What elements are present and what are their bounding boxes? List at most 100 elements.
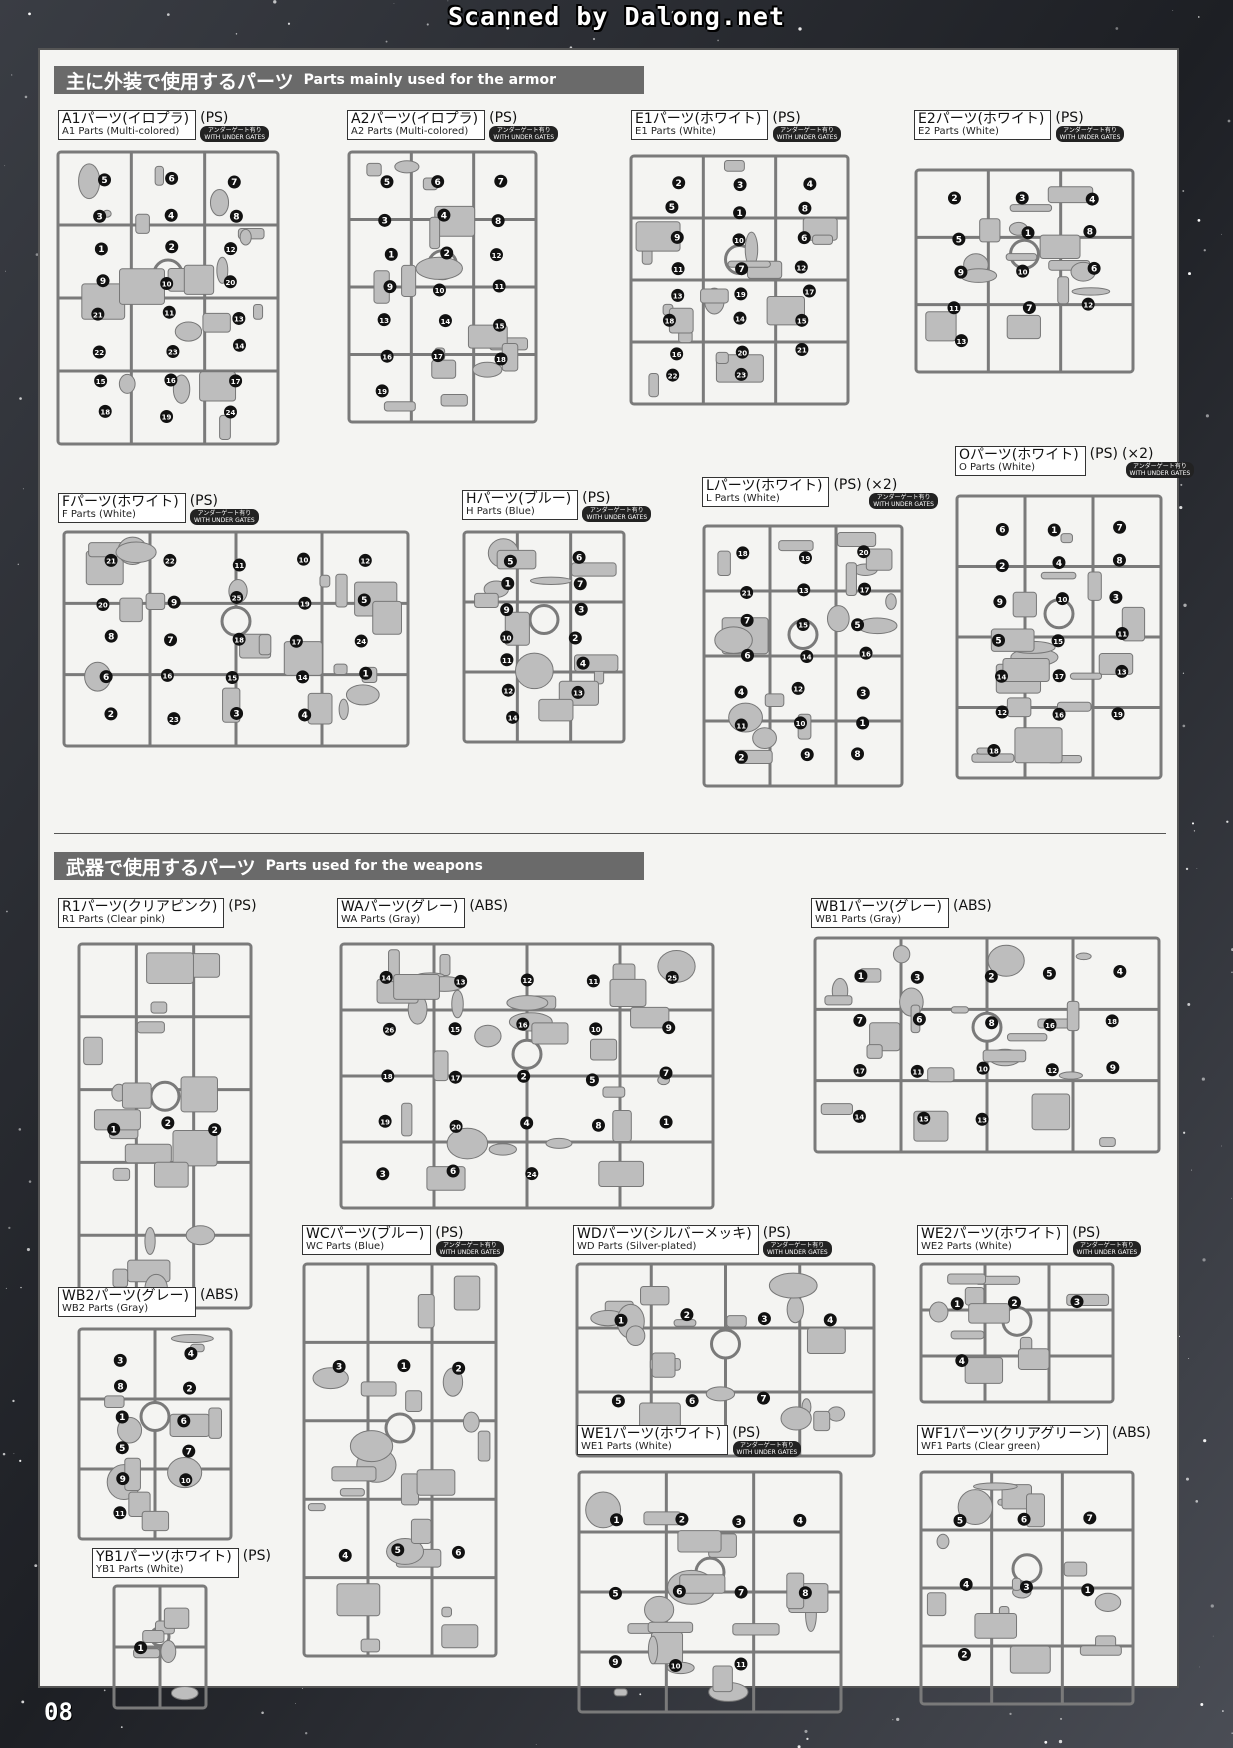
part-number-marker: 11 [1115,627,1129,641]
part-number-marker: 7 [182,1444,196,1458]
svg-text:15: 15 [798,622,808,630]
part-name-en: R1 Parts (Clear pink) [62,914,166,925]
svg-text:17: 17 [855,1068,865,1076]
part-number-marker: 2 [452,1361,466,1375]
badge-line-jp: アンダーゲート有り [589,507,644,514]
part-number-marker: 5 [1042,966,1056,980]
svg-text:8: 8 [495,217,501,227]
part-number-marker: 9 [993,595,1007,609]
badge-line-jp: アンダーゲート有り [1079,1242,1134,1249]
svg-text:3: 3 [233,710,239,720]
part-number-marker: 3 [856,686,870,700]
part-number-marker: 18 [1105,1014,1119,1028]
svg-text:19: 19 [162,414,172,422]
part-number-marker: 14 [438,314,452,328]
svg-text:6: 6 [168,175,174,185]
svg-text:14: 14 [381,975,391,983]
part-name-en: WB2 Parts (Gray) [62,1303,149,1314]
svg-text:1: 1 [119,1413,125,1423]
svg-text:6: 6 [103,673,109,683]
svg-text:13: 13 [234,316,244,324]
part-number-marker: 10 [976,1061,990,1075]
part-number-marker: 14 [994,669,1008,683]
svg-text:3: 3 [117,1357,123,1367]
scan-credit: Scanned by Dalong.net [447,2,786,31]
svg-text:1: 1 [111,1125,117,1135]
svg-text:11: 11 [949,305,959,313]
svg-text:1: 1 [618,1316,624,1326]
part-number-marker: 11 [500,653,514,667]
part-label-box: E1パーツ(ホワイト)E1 Parts (White) [631,110,769,140]
svg-text:14: 14 [508,715,518,723]
part-number-marker: 13 [232,311,246,325]
part-number-marker: 5 [98,173,112,187]
svg-text:9: 9 [958,268,964,278]
part-number-marker: 14 [506,710,520,724]
svg-text:11: 11 [494,283,504,291]
part-number-marker: 5 [585,1073,599,1087]
part-label-box: A2パーツ(イロプラ)A2 Parts (Multi-colored) [347,110,486,140]
part-number-marker: 19 [734,287,748,301]
svg-text:6: 6 [576,554,582,564]
part-number-marker: 21 [91,307,105,321]
part-number-marker: 7 [735,262,749,276]
part-number-marker: 6 [740,648,754,662]
svg-text:11: 11 [115,1510,125,1518]
svg-text:1: 1 [954,1300,960,1310]
svg-text:2: 2 [212,1126,218,1136]
part-name-jp: WB1パーツ(グレー) [815,899,942,915]
part-number-marker: 12 [794,260,808,274]
part-number-marker: 4 [823,1313,837,1327]
svg-text:8: 8 [1116,556,1122,566]
svg-text:11: 11 [736,1661,746,1669]
svg-text:5: 5 [995,637,1001,647]
part-number-marker: 1 [733,206,747,220]
svg-text:10: 10 [435,287,445,295]
svg-text:13: 13 [456,979,466,987]
part-number-marker: 6 [431,175,445,189]
svg-text:2: 2 [738,753,744,763]
svg-text:4: 4 [807,180,813,190]
part-number-marker: 3 [376,1167,390,1181]
part-number-marker: 4 [803,177,817,191]
part-name-en: WD Parts (Silver-plated) [577,1241,697,1252]
svg-text:10: 10 [671,1663,681,1671]
part-number-marker: 17 [853,1064,867,1078]
part-number-marker: 19 [160,409,174,423]
svg-text:19: 19 [1113,711,1123,719]
part-number-marker: 8 [798,1586,812,1600]
badge-line-jp: アンダーゲート有り [770,1242,825,1249]
part-number-marker: 11 [586,974,600,988]
part-number-marker: 3 [1109,590,1123,604]
part-name-jp: WCパーツ(ブルー) [306,1226,425,1242]
part-number-marker: 12 [995,705,1009,719]
part-number-marker: 22 [666,368,680,382]
part-material: (PS) [228,898,257,914]
part-number-marker: 1 [659,1115,673,1129]
part-number-marker: 20 [735,345,749,359]
part-number-marker: 9 [954,265,968,279]
part-number-marker: 7 [734,1585,748,1599]
svg-text:14: 14 [735,315,745,323]
part-number-marker: 14 [379,970,393,984]
part-name-en: E2 Parts (White) [918,126,999,137]
part-number-marker: 10 [432,283,446,297]
part-number-marker: 6 [685,1394,699,1408]
part-number-marker: 11 [947,301,961,315]
svg-text:10: 10 [1058,596,1068,604]
part-number-marker: 8 [114,1379,128,1393]
svg-text:4: 4 [580,659,586,669]
part-number-marker: 9 [167,595,181,609]
part-name-jp: WF1パーツ(クリアグリーン) [921,1426,1102,1442]
part-number-marker: 2 [208,1123,222,1137]
svg-text:4: 4 [188,1350,194,1360]
svg-text:4: 4 [738,688,744,698]
part-number-marker: 18 [232,632,246,646]
part-number-marker: 2 [995,559,1009,573]
part-number-marker: 4 [793,1513,807,1527]
svg-text:1: 1 [137,1644,143,1654]
